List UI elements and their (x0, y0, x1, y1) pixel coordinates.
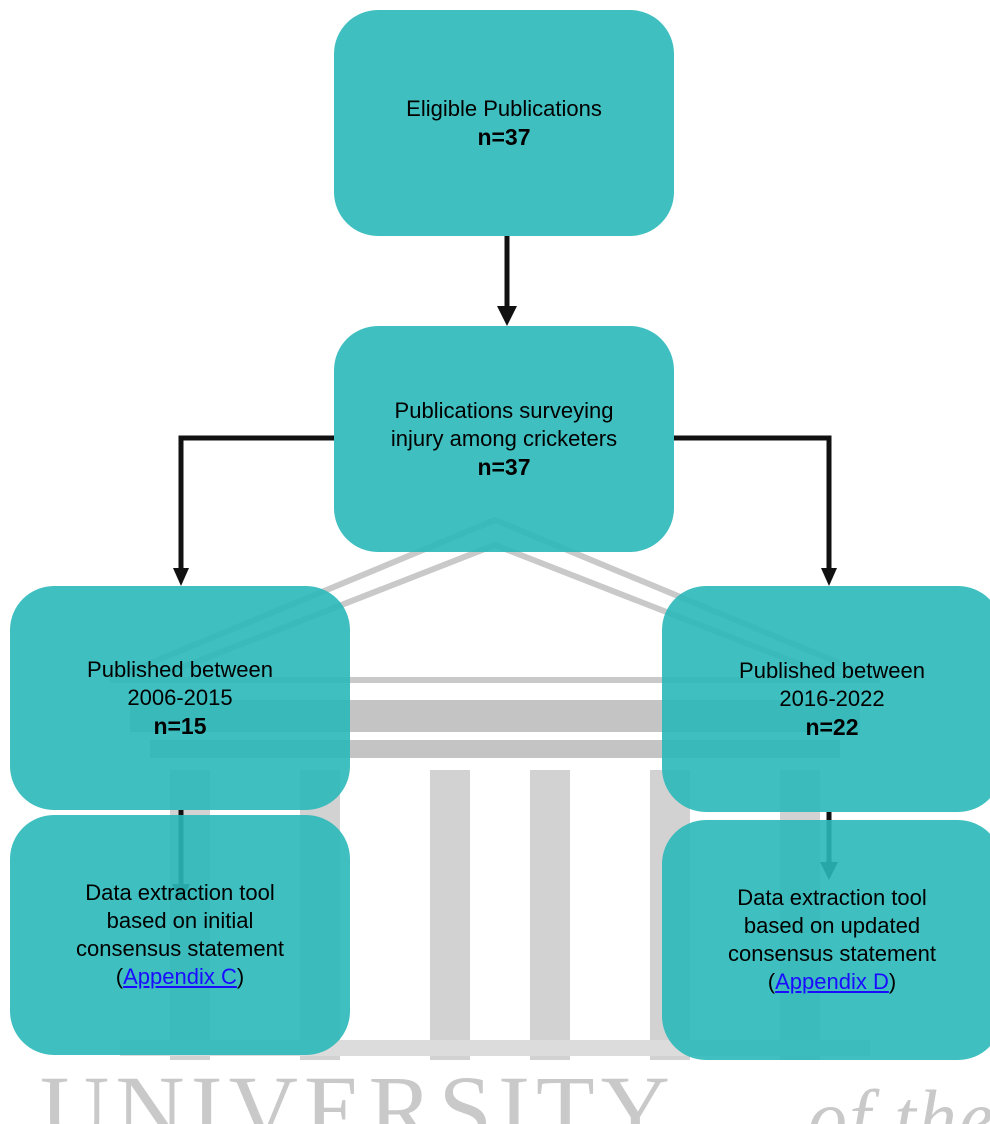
arrowhead-2006 (173, 568, 189, 586)
node-label-line2: injury among cricketers (390, 426, 618, 451)
paren-close: ) (236, 964, 245, 989)
node-published-2016-2022: Published between 2016-2022 n=22 (662, 586, 990, 812)
node-data-extraction-updated: Data extraction tool based on updated co… (662, 820, 990, 1060)
node-publications-surveying: Publications surveying injury among cric… (334, 326, 674, 552)
node-label-line2: 2016-2022 (779, 686, 885, 711)
arrow-surveying-to-2016 (674, 435, 832, 580)
node-label-line1: Data extraction tool (85, 880, 275, 905)
appendix-reference: (Appendix D) (768, 968, 896, 996)
appendix-d-link[interactable]: Appendix D (775, 969, 889, 994)
appendix-c-link[interactable]: Appendix C (123, 964, 237, 989)
node-count: n=15 (153, 713, 207, 739)
arrowhead-2016 (821, 568, 837, 586)
node-data-extraction-initial: Data extraction tool based on initial co… (10, 815, 350, 1055)
node-count: n=37 (477, 454, 531, 480)
arrowhead-surveying (497, 306, 517, 326)
node-label-line3: consensus statement (76, 936, 284, 961)
university-watermark-text: UNIVERSITY of the (0, 1062, 990, 1124)
node-label-line1: Data extraction tool (737, 885, 927, 910)
arrow-surveying-to-2006 (178, 435, 334, 580)
node-label-line2: based on initial (106, 908, 254, 933)
node-label: Eligible Publications (406, 96, 602, 121)
node-published-2006-2015: Published between 2006-2015 n=15 (10, 586, 350, 810)
node-count: n=22 (805, 714, 859, 740)
watermark-of-the: of the (808, 1074, 990, 1124)
paren-close: ) (888, 969, 897, 994)
node-label-line1: Published between (87, 657, 273, 682)
node-label-line1: Published between (739, 658, 925, 683)
node-count: n=37 (477, 124, 531, 150)
node-label-line2: based on updated (743, 913, 921, 938)
node-label-line2: 2006-2015 (127, 685, 233, 710)
paren-open: ( (767, 969, 776, 994)
node-label-line3: consensus statement (728, 941, 936, 966)
appendix-reference: (Appendix C) (116, 963, 244, 991)
node-eligible-publications: Eligible Publications n=37 (334, 10, 674, 236)
paren-open: ( (115, 964, 124, 989)
node-label-line1: Publications surveying (394, 398, 614, 423)
watermark-university-word: UNIVERSITY (40, 1062, 676, 1124)
